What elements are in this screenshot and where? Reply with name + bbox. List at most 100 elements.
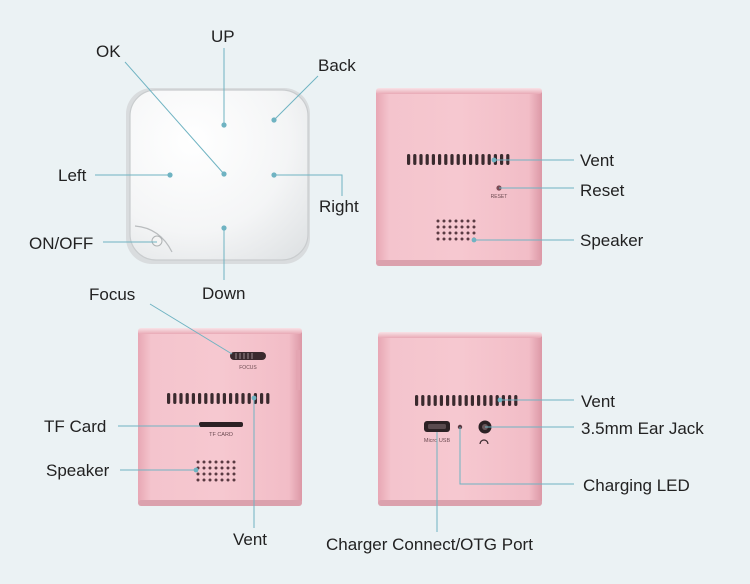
- device-back-view: RESET: [376, 88, 542, 266]
- speaker-hole: [232, 466, 236, 470]
- label-up: UP: [211, 27, 235, 46]
- port-body: [378, 332, 542, 506]
- speaker-hole: [208, 460, 212, 464]
- leader-ok: [124, 61, 225, 175]
- speaker-hole: [208, 472, 212, 476]
- power-corner-arc: [134, 225, 173, 253]
- speaker-hole: [232, 478, 236, 482]
- port-top-cap: [378, 332, 542, 338]
- vent-slot: [235, 393, 239, 404]
- speaker-hole: [208, 478, 212, 482]
- back-body: [376, 88, 542, 266]
- device-side-view: FOCUS TF CARD: [138, 328, 302, 506]
- speaker-hole: [220, 460, 224, 464]
- vent-slot: [413, 154, 417, 165]
- vent-slot: [477, 395, 481, 406]
- vent-slot: [407, 154, 411, 165]
- vent-slot: [431, 154, 435, 165]
- speaker-hole: [226, 460, 230, 464]
- vent-slot: [495, 395, 499, 406]
- vent-slot: [464, 395, 468, 406]
- back-top-cap: [376, 88, 542, 94]
- vent-slot: [419, 154, 423, 165]
- speaker-hole: [226, 478, 230, 482]
- label-back: Back: [318, 56, 356, 75]
- speaker-hole: [472, 231, 476, 235]
- label-right: Right: [319, 197, 359, 216]
- leader-lines: [95, 48, 574, 532]
- speaker-hole: [448, 231, 452, 235]
- vent-slot: [191, 393, 195, 404]
- speaker-hole: [454, 231, 458, 235]
- label-tf-card: TF Card: [44, 417, 107, 436]
- headphone-icon: [479, 439, 489, 445]
- vent-slot: [204, 393, 208, 404]
- leader-right: [274, 174, 343, 196]
- speaker-hole: [232, 472, 236, 476]
- speaker-hole: [202, 460, 206, 464]
- speaker-hole: [448, 225, 452, 229]
- vent-slot: [439, 395, 443, 406]
- side-top-cap: [138, 328, 302, 334]
- vent-slot: [470, 395, 474, 406]
- label-reset: Reset: [580, 181, 625, 200]
- label-ok: OK: [96, 42, 121, 61]
- vent-slot: [481, 154, 485, 165]
- vent-slot: [247, 393, 251, 404]
- vent-slot: [415, 395, 419, 406]
- tf-card-print: TF CARD: [209, 432, 233, 438]
- speaker-hole: [226, 472, 230, 476]
- speaker-hole: [442, 237, 446, 241]
- vent-slot: [438, 154, 442, 165]
- speaker-hole: [442, 219, 446, 223]
- power-button-dot: [151, 235, 163, 247]
- side-bottom-cap: [138, 500, 302, 506]
- vent-slot: [185, 393, 189, 404]
- reset-print: RESET: [491, 194, 508, 200]
- speaker-grille-back: [436, 219, 476, 241]
- speaker-hole: [208, 466, 212, 470]
- speaker-hole: [226, 466, 230, 470]
- label-vent-bottom-left: Vent: [233, 530, 268, 549]
- vent-slot: [489, 395, 493, 406]
- speaker-hole: [436, 231, 440, 235]
- vent-slot: [198, 393, 202, 404]
- speaker-hole: [466, 231, 470, 235]
- speaker-hole: [202, 466, 206, 470]
- vent-slot: [462, 154, 466, 165]
- label-on-off: ON/OFF: [29, 234, 94, 253]
- speaker-hole: [466, 237, 470, 241]
- leader-back: [273, 75, 319, 121]
- speaker-hole: [460, 231, 464, 235]
- port-bottom-cap: [378, 500, 542, 506]
- speaker-hole: [202, 478, 206, 482]
- speaker-hole: [466, 225, 470, 229]
- label-speaker-bottom: Speaker: [46, 461, 110, 480]
- speaker-hole: [196, 478, 200, 482]
- vent-slot: [433, 395, 437, 406]
- speaker-hole: [460, 237, 464, 241]
- speaker-hole: [436, 219, 440, 223]
- vent-slots-side: [167, 393, 270, 404]
- label-focus: Focus: [89, 285, 136, 304]
- speaker-hole: [460, 225, 464, 229]
- vent-slots-port: [415, 395, 518, 406]
- vent-slot: [458, 395, 462, 406]
- vent-slot: [452, 395, 456, 406]
- focus-print: FOCUS: [239, 365, 257, 371]
- vent-slot: [487, 154, 491, 165]
- speaker-hole: [196, 472, 200, 476]
- vent-slot: [475, 154, 479, 165]
- vent-slot: [456, 154, 460, 165]
- speaker-hole: [220, 466, 224, 470]
- leader-focus: [149, 303, 233, 355]
- vent-slot: [421, 395, 425, 406]
- speaker-hole: [214, 472, 218, 476]
- vent-slot: [229, 393, 233, 404]
- speaker-hole: [448, 237, 452, 241]
- label-vent-top: Vent: [580, 151, 615, 170]
- speaker-hole: [214, 466, 218, 470]
- speaker-hole: [220, 472, 224, 476]
- back-bottom-cap: [376, 260, 542, 266]
